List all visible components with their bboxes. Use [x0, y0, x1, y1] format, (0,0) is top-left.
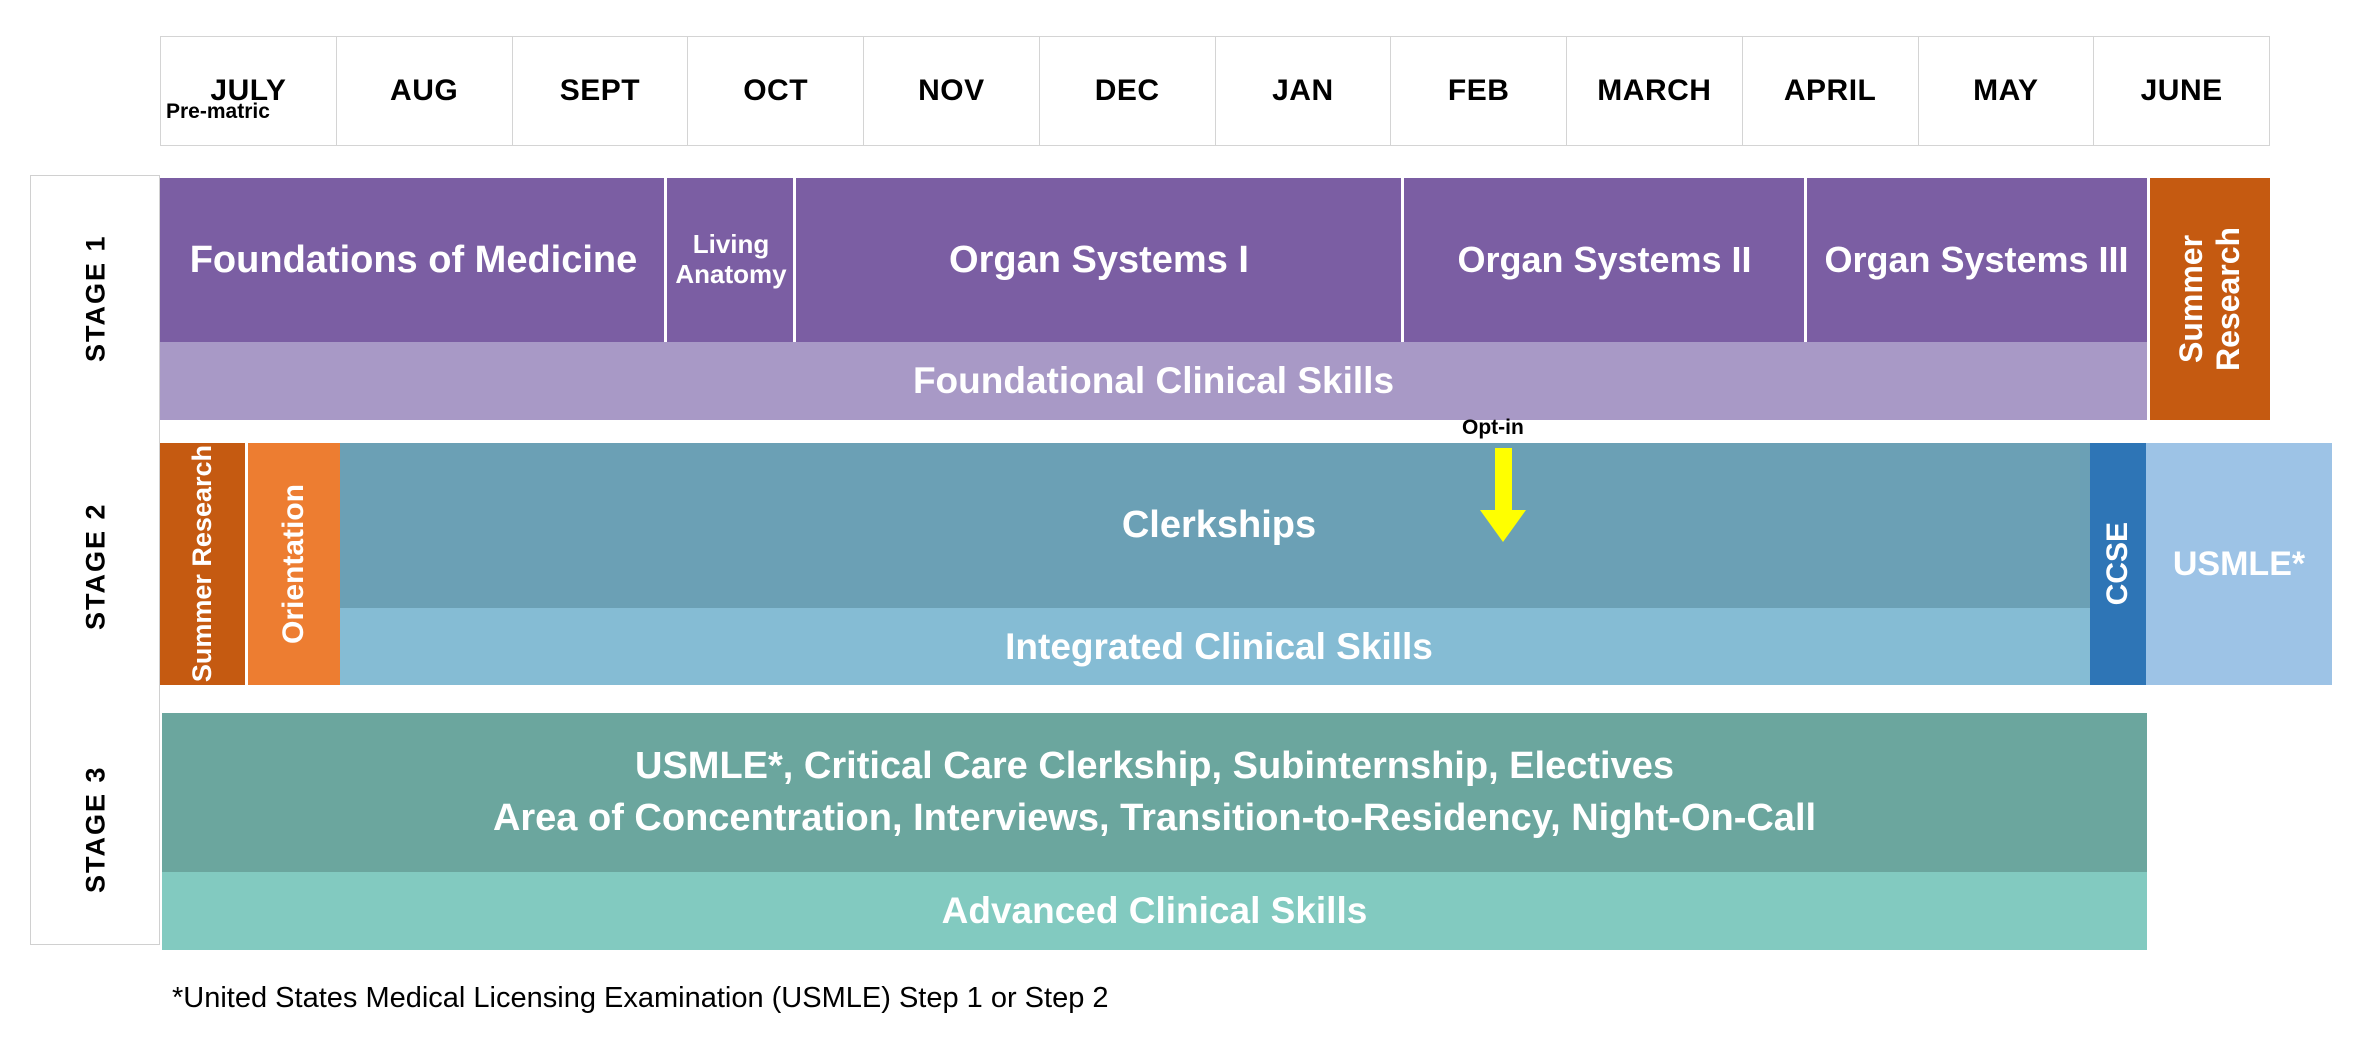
month-cell-july: JULY	[160, 36, 337, 146]
footnote-usmle: *United States Medical Licensing Examina…	[172, 982, 1109, 1014]
stage3-main-block: USMLE*, Critical Care Clerkship, Subinte…	[162, 713, 2147, 872]
stage2-summer-research-label: Summer Research	[186, 445, 217, 683]
stage2-usmle-label: USMLE*	[2172, 544, 2306, 583]
stage1-block-organ-systems-2: Organ Systems II	[1403, 178, 1806, 342]
stage1-organ-systems-3-label: Organ Systems III	[1824, 239, 2129, 280]
stage2-block-ccse: CCSE	[2090, 443, 2146, 685]
divider-foundations-living	[664, 178, 667, 342]
month-cell-dec: DEC	[1038, 36, 1216, 146]
stage3-advanced-clinical-skills-band: Advanced Clinical Skills	[162, 872, 2147, 950]
month-cell-oct: OCT	[687, 36, 864, 146]
month-cell-may: MAY	[1917, 36, 2095, 146]
stage3-line-2: Area of Concentration, Interviews, Trans…	[492, 796, 1817, 839]
annotation-pre-matric: Pre-matric	[166, 100, 270, 123]
stage1-foundational-clinical-skills-band: Foundational Clinical Skills	[160, 342, 2147, 420]
stage1-living-anatomy-label: Living Anatomy	[675, 229, 787, 289]
divider-organ1-organ2	[1401, 178, 1404, 342]
month-cell-feb: FEB	[1390, 36, 1567, 146]
stage1-summer-research-label: Summer Research	[2173, 226, 2246, 372]
month-cell-april: APRIL	[1741, 36, 1919, 146]
month-header-row: JULY AUG SEPT OCT NOV DEC JAN FEB MARCH …	[160, 36, 2270, 146]
stage2-block-clerkships: Clerkships	[340, 443, 2098, 608]
stage1-block-organ-systems-1: Organ Systems I	[795, 178, 1403, 342]
month-cell-aug: AUG	[335, 36, 513, 146]
divider-organ2-organ3	[1804, 178, 1807, 342]
stage3-line-1: USMLE*, Critical Care Clerkship, Subinte…	[635, 745, 1674, 788]
stage1-foundations-label: Foundations of Medicine	[189, 238, 638, 281]
stage1-block-foundations-of-medicine: Foundations of Medicine	[160, 178, 667, 342]
stage2-clerkships-label: Clerkships	[1121, 504, 1317, 546]
month-cell-nov: NOV	[863, 36, 1040, 146]
stage2-ccse-label: CCSE	[2101, 522, 2134, 606]
stage-label-1: STAGE 1	[80, 234, 111, 363]
month-cell-march: MARCH	[1566, 36, 1743, 146]
stage2-block-orientation: Orientation	[248, 443, 340, 685]
month-cell-jan: JAN	[1214, 36, 1392, 146]
stage3-skills-label: Advanced Clinical Skills	[941, 890, 1368, 931]
stage-label-2: STAGE 2	[80, 502, 111, 631]
stage1-block-summer-research: Summer Research	[2150, 178, 2270, 420]
divider-living-organ1	[793, 178, 796, 342]
stage1-block-organ-systems-3: Organ Systems III	[1806, 178, 2147, 342]
stage-label-3: STAGE 3	[80, 765, 111, 894]
annotation-opt-in: Opt-in	[1462, 416, 1524, 439]
stage1-organ-systems-2-label: Organ Systems II	[1457, 239, 1752, 280]
opt-in-arrow-icon	[1478, 448, 1528, 544]
stage2-orientation-label: Orientation	[277, 483, 310, 644]
stage2-block-usmle: USMLE*	[2146, 443, 2332, 685]
stage2-integrated-clinical-skills-band: Integrated Clinical Skills	[340, 608, 2098, 685]
month-cell-sept: SEPT	[511, 36, 689, 146]
stage2-skills-label: Integrated Clinical Skills	[1005, 625, 1433, 667]
stage1-organ-systems-1-label: Organ Systems I	[949, 238, 1249, 281]
stage1-block-living-anatomy: Living Anatomy	[667, 178, 795, 342]
stage2-block-summer-research: Summer Research	[160, 443, 245, 685]
month-cell-june: JUNE	[2093, 36, 2270, 146]
stage-label-column: STAGE 1 STAGE 2 STAGE 3	[30, 175, 160, 945]
stage1-skills-label: Foundational Clinical Skills	[912, 360, 1395, 401]
